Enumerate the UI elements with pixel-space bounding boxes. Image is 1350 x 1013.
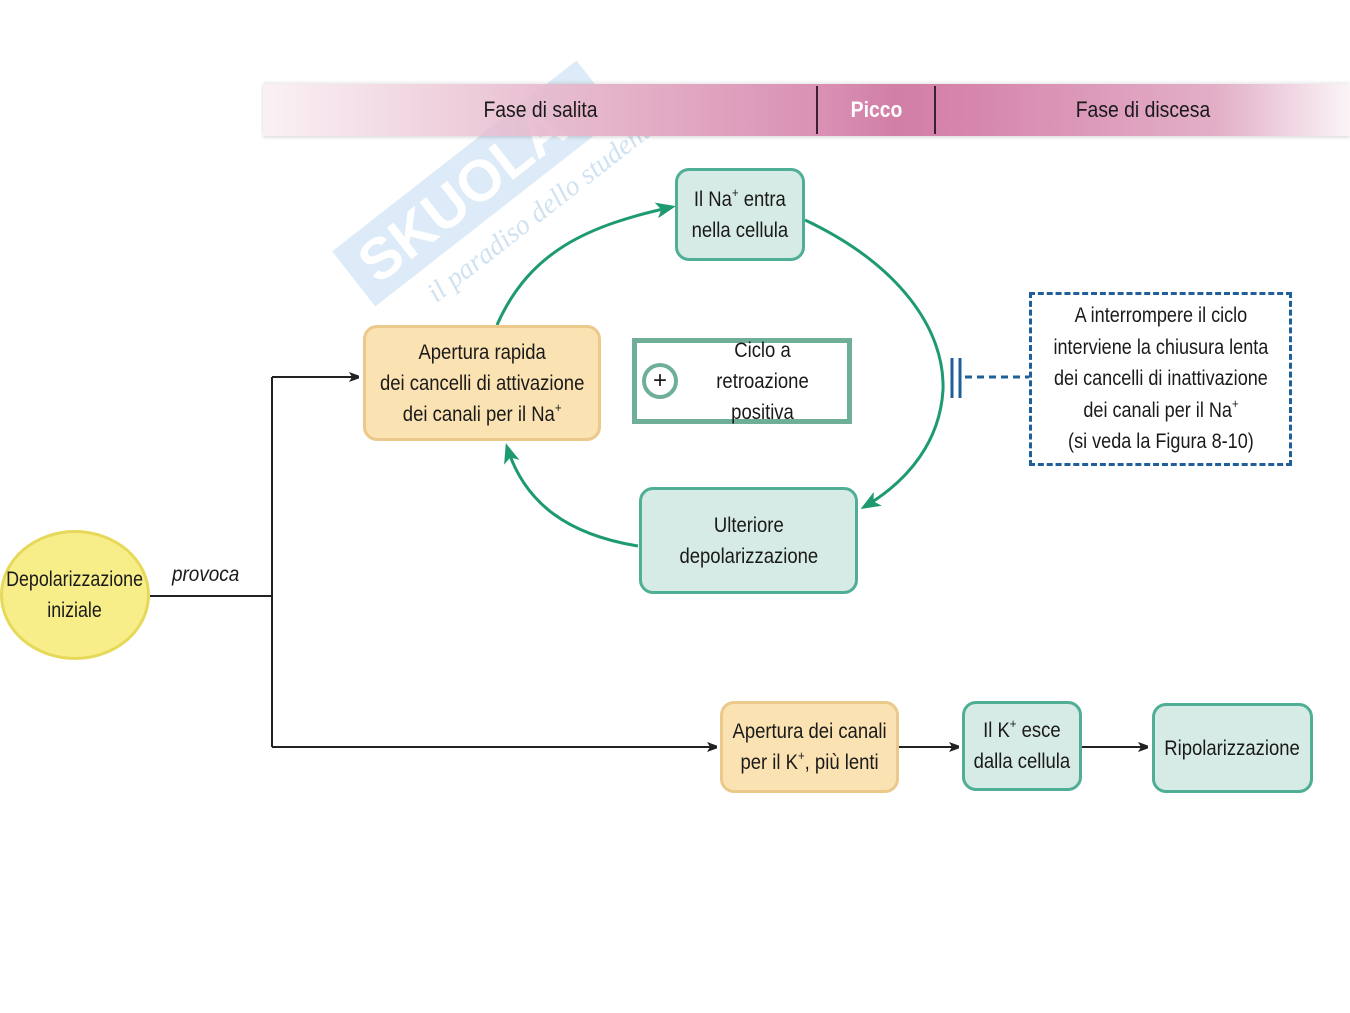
node-text: dalla cellula <box>973 750 1071 773</box>
superscript: + <box>732 184 739 200</box>
causes-label: provoca <box>172 563 240 586</box>
node-text: esce <box>1016 719 1061 742</box>
node-text: Ciclo a retroazione <box>716 338 809 393</box>
node-text: iniziale <box>47 599 103 622</box>
node-text: Il Na <box>694 187 733 211</box>
node-text: dei cancelli di inattivazione <box>1053 367 1268 391</box>
node-text: dei canali per il Na <box>402 402 555 426</box>
cycle-arrow-to-further-depol <box>804 218 945 510</box>
node-text: (si veda la Figura 8-10) <box>1067 430 1254 454</box>
node-text: Apertura dei canali <box>732 720 887 743</box>
k-exits-node: Il K+ esce dalla cellula <box>962 701 1082 791</box>
node-text: entra <box>738 187 786 211</box>
initial-depolarization-node: Depolarizzazione iniziale <box>0 530 150 660</box>
k-channels-opening-node: Apertura dei canali per il K+, più lenti <box>720 701 899 793</box>
node-text: , più lenti <box>804 751 879 774</box>
phase-falling: Fase di discesa <box>1075 97 1211 122</box>
na-gates-opening-node: Apertura rapida dei cancelli di attivazio… <box>363 325 601 441</box>
phase-peak: Picco <box>850 97 903 122</box>
node-text: interviene la chiusura lenta <box>1053 335 1268 359</box>
node-text: depolarizzazione <box>679 544 818 568</box>
interrupt-note: A interrompere il ciclo interviene la chi… <box>1029 292 1292 466</box>
node-text: Apertura rapida <box>418 340 546 364</box>
node-text: dei canali per il Na <box>1082 398 1232 422</box>
plus-icon: + <box>642 363 678 399</box>
superscript: + <box>554 399 562 415</box>
node-text: dei cancelli di attivazione <box>379 371 585 395</box>
node-text: Ripolarizzazione <box>1164 736 1301 760</box>
further-depolarization-node: Ulteriore depolarizzazione <box>639 487 858 594</box>
superscript: + <box>1231 395 1239 411</box>
node-text: per il K <box>740 751 798 774</box>
na-enters-node: Il Na+ entra nella cellula <box>675 168 805 261</box>
cycle-arrow-to-na-enters <box>495 202 676 326</box>
node-text: Il K <box>983 719 1010 742</box>
positive-feedback-label: + Ciclo a retroazione positiva <box>632 338 852 424</box>
phase-bar: Fase di salita Picco Fase di discesa <box>263 84 1350 136</box>
phase-divider <box>934 86 936 134</box>
cycle-arrow-to-na-gates <box>504 443 639 548</box>
node-text: A interrompere il ciclo <box>1074 304 1247 328</box>
node-text: Ulteriore <box>713 513 784 537</box>
phase-divider <box>816 86 818 134</box>
superscript: + <box>797 748 805 763</box>
superscript: + <box>1009 716 1017 731</box>
node-text: positiva <box>731 400 794 424</box>
phase-rising: Fase di salita <box>483 97 598 122</box>
node-text: Depolarizzazione <box>6 568 144 591</box>
repolarization-node: Ripolarizzazione <box>1152 703 1313 793</box>
node-text: nella cellula <box>691 218 789 242</box>
